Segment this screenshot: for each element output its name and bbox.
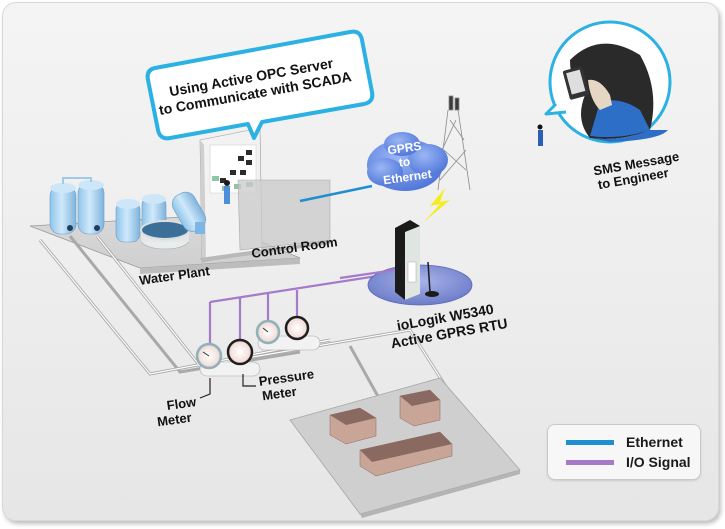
cloud-label-line2: to [398, 154, 411, 169]
operator-figure [224, 186, 230, 204]
gprs-cloud: GPRS to Ethernet [367, 132, 448, 191]
ethernet-line [299, 184, 373, 203]
legend-label: I/O Signal [626, 454, 691, 470]
flow-meter-label-line2: Meter [156, 410, 192, 430]
cloud-label-line1: GPRS [387, 139, 423, 158]
legend-item-ethernet: Ethernet [566, 434, 683, 450]
legend-item-io-signal: I/O Signal [566, 454, 691, 470]
cell-tower [437, 95, 471, 191]
pressure-meter-gauge [226, 338, 254, 366]
buildings-area [289, 377, 521, 518]
sms-bubble [544, 20, 672, 144]
flow-meter-label-line1: Flow [166, 394, 198, 413]
meters [195, 315, 321, 399]
legend-label: Ethernet [626, 434, 683, 450]
ethernet-swatch [566, 439, 614, 445]
pressure-meter-label-line2: Meter [261, 384, 297, 404]
io-signal-swatch [566, 459, 614, 465]
wireless-signal-icon [424, 188, 450, 222]
field-engineer-figure [537, 124, 543, 146]
opc-callout: Using Active OPC Server to Communicate w… [145, 29, 375, 141]
legend: Ethernet I/O Signal [547, 424, 701, 480]
rtu-device [367, 220, 473, 306]
cloud-label-line3: Ethernet [382, 167, 432, 188]
water-tanks [49, 177, 207, 250]
